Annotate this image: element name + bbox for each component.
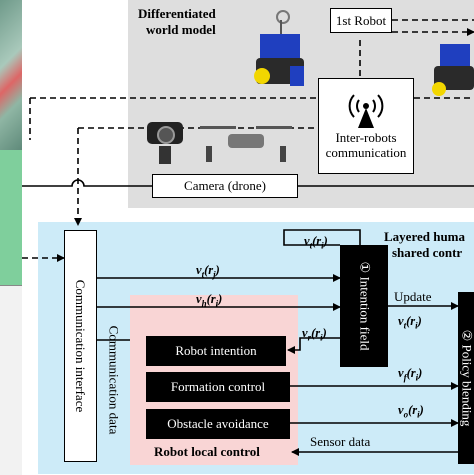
- intention-field-marker: ①: [357, 261, 373, 274]
- communication-data-label-wrap: Communication data: [104, 295, 122, 465]
- world-model-title-line2: world model: [146, 22, 216, 37]
- communication-interface-box: Communication interface: [64, 230, 97, 462]
- drone-image: [198, 120, 294, 166]
- intention-field-box: ① Intention field: [340, 245, 388, 367]
- inter-robots-label-1: Inter-robots: [335, 130, 397, 145]
- vf-ri-label: vf(ri): [398, 366, 423, 383]
- robot-image-right: [430, 40, 474, 108]
- formation-control-box: Formation control: [146, 372, 290, 402]
- left-map-image: [0, 0, 22, 150]
- robot-intention-box: Robot intention: [146, 336, 286, 366]
- policy-blending-label: Policy blending: [459, 344, 474, 427]
- sensor-data-label: Sensor data: [310, 434, 371, 449]
- shared-control-title-line1: Layered huma: [384, 229, 466, 244]
- first-robot-box: 1st Robot: [330, 8, 392, 33]
- wireless-antenna-icon: [348, 94, 384, 128]
- communication-data-label: Communication data: [106, 325, 122, 435]
- vr-ri-label: vr(ri): [302, 326, 327, 343]
- world-model-title-line1: Differentiated: [138, 6, 216, 21]
- camera-drone-box: Camera (drone): [152, 174, 298, 198]
- camera-line: [22, 179, 152, 187]
- vt-ri-top-label: vt(ri): [304, 234, 328, 251]
- world-model-panel: [128, 0, 474, 208]
- left-device-image: [0, 285, 22, 475]
- vt-ri-right-label: vt(ri): [398, 314, 422, 331]
- communication-interface-label: Communication interface: [73, 279, 89, 413]
- robot-local-control-title: Robot local control: [154, 444, 260, 459]
- policy-blending-box: ② Policy blending: [458, 292, 474, 464]
- inter-robots-label-2: communication: [325, 145, 407, 160]
- shared-control-title-line2: shared contr: [392, 245, 463, 260]
- update-label: Update: [394, 289, 432, 304]
- vt-rj-label: vt(rj): [196, 263, 220, 280]
- vh-ri-label: vh(ri): [196, 292, 223, 309]
- robot-image: [252, 10, 308, 94]
- inter-robots-communication-box: Inter-robots communication: [318, 78, 414, 174]
- webcam-image: [145, 118, 185, 166]
- vo-ri-label: vo(ri): [398, 403, 424, 420]
- intention-field-label: Intention field: [357, 276, 373, 351]
- policy-blending-marker: ②: [459, 329, 474, 342]
- arrow-vr-ri: [287, 337, 340, 354]
- vt-top-loop: [283, 229, 361, 246]
- obstacle-avoidance-box: Obstacle avoidance: [146, 409, 290, 439]
